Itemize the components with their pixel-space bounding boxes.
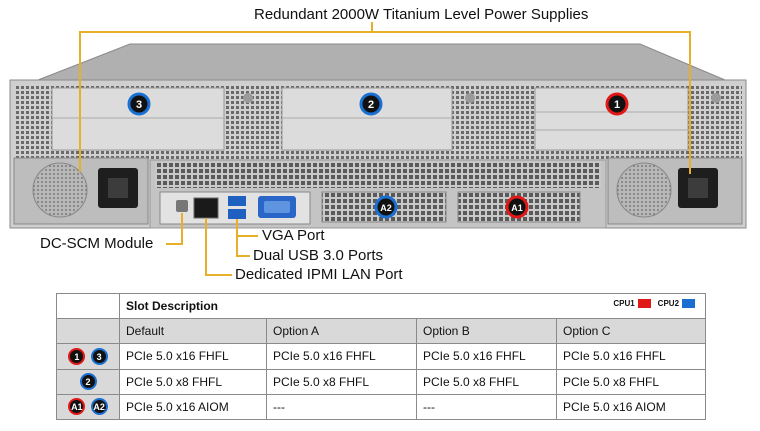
usb-ports-callout: Dual USB 3.0 Ports [253,247,384,264]
dc-scm-callout: DC-SCM Module [40,235,154,252]
table-title-row: Slot Description CPU1 CPU2 [56,292,707,320]
legend-cpu2-label: CPU2 [657,299,680,309]
slot-badge-3: 3 [127,92,151,116]
usb-callout-line [236,219,250,257]
table-cell: PCIe 5.0 x8 FHFL [555,368,707,395]
slot-badge-2-icon: 2 [79,373,97,391]
slot-description-table: Slot Description CPU1 CPU2 Default Optio… [56,292,707,421]
power-callout-line [79,31,691,174]
table-cell: PCIe 5.0 x16 AIOM [555,393,707,421]
slot-badge-label: 2 [368,99,374,111]
usb-port [228,196,246,206]
table-cell: PCIe 5.0 x8 FHFL [119,368,267,395]
vga-port-callout: VGA Port [262,227,325,244]
legend-cpu2-swatch [682,299,696,309]
slot-badge-label: 3 [136,99,142,111]
ipmi-lan-port [193,197,219,219]
table-corner-cell [56,292,120,320]
column-header: Option A [266,318,417,345]
column-header: Option B [416,318,557,345]
table-header-blank [56,318,120,345]
table-title-cell: Slot Description CPU1 CPU2 [118,292,707,320]
table-cell: PCIe 5.0 x8 FHFL [266,368,417,395]
legend-cpu1-swatch [637,299,651,309]
slot-badge-a1: A1 [505,195,529,219]
table-cell: PCIe 5.0 x16 FHFL [266,343,417,370]
thumbscrew [711,93,721,103]
vga-connector [264,201,290,213]
table-cell: PCIe 5.0 x8 FHFL [416,368,557,395]
power-supply-right [607,157,743,225]
slot-badge-1: 1 [605,92,629,116]
table-cell: --- [266,393,417,421]
table-cell: PCIe 5.0 x16 FHFL [119,343,267,370]
slot-badge-label: A1 [511,203,523,213]
table-row: 2 PCIe 5.0 x8 FHFL PCIe 5.0 x8 FHFL PCIe… [56,368,707,395]
slot-badge-label: A2 [380,203,392,213]
slot-icon-cell: 1 3 [56,343,120,370]
power-supply-left [13,157,149,225]
table-title: Slot Description [126,299,219,314]
table-row: 1 3 PCIe 5.0 x16 FHFL PCIe 5.0 x16 FHFL … [56,343,707,370]
ipmi-lan-callout: Dedicated IPMI LAN Port [235,266,403,283]
usb-port [228,209,246,219]
slot-badge-label: 1 [614,99,620,111]
power-supplies-callout: Redundant 2000W Titanium Level Power Sup… [254,6,589,23]
thumbscrew [243,93,253,103]
table-cell: PCIe 5.0 x16 FHFL [555,343,707,370]
slot-icon-cell: A1 A2 [56,393,120,421]
dc-scm-indicator [176,200,188,212]
slot-badge-3-icon: 3 [90,347,108,365]
slot-badge-a2: A2 [374,195,398,219]
server-rear-view: 3 2 1 A2 A1 [9,22,747,276]
thumbscrew [465,93,475,103]
cpu-legend: CPU1 CPU2 [613,299,699,309]
dcscm-callout-line [166,213,183,245]
slot-icon-cell: 2 [56,368,120,395]
table-row: A1 A2 PCIe 5.0 x16 AIOM --- --- PCIe 5.0… [56,393,707,421]
chassis-top [37,43,726,81]
slot-badge-a2-icon: A2 [90,398,108,416]
ipmi-callout-line [205,218,232,276]
column-header: Default [119,318,267,345]
slot-badge-a1-icon: A1 [68,398,86,416]
table-cell: PCIe 5.0 x16 FHFL [416,343,557,370]
slot-badge-2: 2 [359,92,383,116]
column-header: Option C [555,318,707,345]
slot-badge-1-icon: 1 [68,347,86,365]
io-vent [155,162,601,188]
table-cell: --- [416,393,557,421]
table-header-row: Default Option A Option B Option C [56,318,707,345]
legend-cpu1-label: CPU1 [613,299,635,309]
table-cell: PCIe 5.0 x16 AIOM [119,393,267,421]
